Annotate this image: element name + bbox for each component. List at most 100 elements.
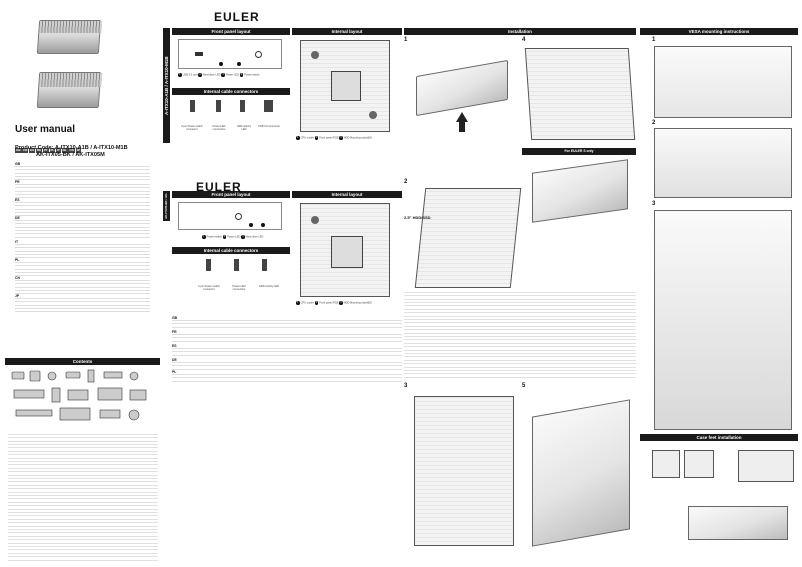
side-label: AK-ITX05-BK / AK-ITX05M [163,191,175,221]
step-number: 3 [404,383,408,389]
power-led-icon [249,214,253,232]
cable-instructions: GB FR ES DE PL [172,316,402,416]
case-feet-section: Case feet installation [640,434,798,554]
step-3-illustration [414,396,514,546]
vesa-step-2 [654,128,792,198]
step-number: 2 [652,120,656,126]
lang-heading: DE [15,216,20,220]
board-diagram [300,40,390,132]
step-number: 3 [652,201,656,207]
step-number: 4 [522,37,526,43]
product-image-1 [36,20,103,54]
vesa-step-1 [654,46,792,118]
product-image-2 [36,72,103,108]
internal-layout-title: Internal layout [292,28,402,35]
lang-heading: JP [15,294,20,298]
step-number: 1 [652,37,656,43]
side-label-2 [163,86,170,141]
euler-s-note: For EULER S only [522,148,636,223]
contents-column: Contents [5,358,160,563]
lang-flag: PT [42,148,49,153]
internal-layout-title-2: Internal layout [292,191,402,198]
lang-flag: IT [56,148,61,153]
installation-title: Installation [404,28,636,35]
lang-heading: FR [15,180,20,184]
manual-title: User manual [15,124,76,135]
text-lines [15,298,150,312]
lang-heading: PL [172,370,177,374]
installation-section: Installation 1 2 2.5" HDD/SSD 3 4 For EU… [404,28,636,563]
cover-text-blocks: GB FR ES DE IT PL CN JP [15,162,150,312]
lang-flag: CN [68,148,75,153]
lang-heading: ES [15,198,20,202]
text-lines [15,184,150,198]
connector-icons-2 [202,259,282,279]
contents-title: Contents [5,358,160,365]
connector-label: 2-pin Power switch connector [181,125,203,132]
contents-text [8,434,158,562]
text-lines [15,280,150,294]
lang-flag: ES [29,148,36,153]
text-lines [15,220,150,240]
lang-heading: ES [172,344,177,348]
hdd-led-icon [261,214,265,232]
internal-cable-section-2: Internal cable connectors 2-pin Power sw… [172,247,290,305]
step-4-illustration [524,48,636,140]
lang-heading: FR [172,330,177,334]
vesa-step-3 [654,210,792,430]
internal-cable-section: Internal cable connectors 2-pin Power sw… [172,88,290,146]
contents-parts [8,368,158,430]
text-lines [15,262,150,276]
hdd-led-icon [219,53,223,71]
side-label-3: AK-ITX05-BK / AK-ITX05M [163,191,175,221]
connector-label: 2-pin Power switch connector [198,285,220,292]
lang-heading: DE [172,358,177,362]
lang-flag: JP [75,148,82,153]
vesa-section: VESA mounting instructions 1 2 3 [640,28,798,430]
lang-flag: FR [22,148,29,153]
step-number: 1 [404,37,408,43]
screws-illustration [11,369,147,421]
connector-label: HDD activity LED [258,285,280,288]
lang-heading: CN [15,276,20,280]
text-lines [15,166,150,180]
logo-top: EULER [214,10,260,24]
connector-label: Power LED connectors [232,285,246,292]
connector-label: USB 3.0 connector [258,125,280,128]
front-panel-image [178,39,282,69]
front-panel-title-2: Front panel layout [172,191,290,198]
connector-icons [188,100,284,120]
lang-flag: DE [35,148,43,153]
text-lines [15,244,150,258]
logo-middle: EULER [196,180,242,194]
euler-s-title: For EULER S only [522,148,636,155]
lang-flag: GB [15,148,22,153]
power-led-icon [237,53,241,71]
internal-cable-title: Internal cable connectors [172,88,290,95]
lang-flag: NL [61,148,68,153]
connector-label: Power LED connectors [212,125,226,132]
lang-heading: GB [15,162,21,166]
product-code: Product Code: A-ITX10-A1B / A-ITX10-M1B [15,145,128,151]
product-code-2: AK-ITX05-BK / AK-ITX05M [36,152,105,158]
step-5-illustration [532,399,630,547]
up-arrow-stem [459,122,465,132]
hdd-label: 2.5" HDD/SSD [404,215,431,220]
vesa-title: VESA mounting instructions [640,28,798,35]
lang-heading: GB [172,316,178,320]
connector-label: HDD activity LED [236,125,252,132]
lang-flag: PL [49,148,56,153]
step-1-illustration [416,59,508,117]
step-2-illustration [414,188,522,288]
lang-heading: PL [15,258,20,262]
usb-port-icon [195,52,203,56]
